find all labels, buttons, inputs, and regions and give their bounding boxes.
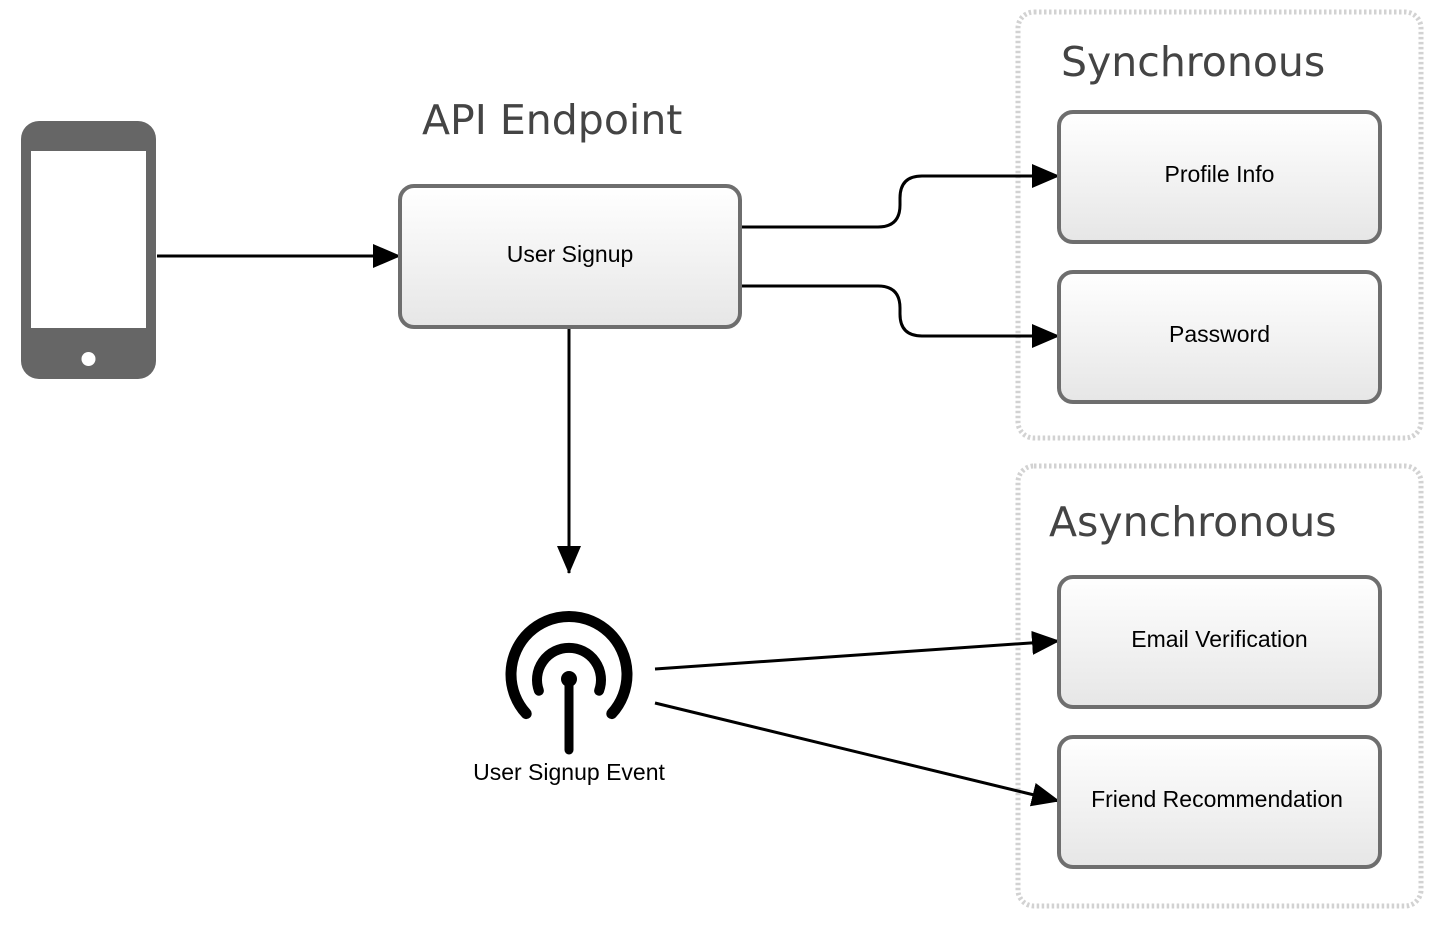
profile-info-label: Profile Info bbox=[1165, 161, 1275, 187]
broadcast-antenna-icon bbox=[505, 611, 633, 755]
profile-info-node[interactable]: Profile Info bbox=[1057, 110, 1382, 244]
edge-user-signup-to-profile-info bbox=[740, 164, 1060, 229]
user-signup-label: User Signup bbox=[507, 241, 634, 267]
edge-user-signup-to-password bbox=[740, 284, 1060, 348]
password-node[interactable]: Password bbox=[1057, 270, 1382, 404]
edge-event-to-email-verification bbox=[654, 630, 1060, 671]
email-verification-label: Email Verification bbox=[1131, 626, 1307, 652]
password-label: Password bbox=[1169, 321, 1270, 347]
smartphone-icon bbox=[21, 121, 156, 379]
user-signup-node[interactable]: User Signup bbox=[398, 184, 742, 329]
user-signup-event-label: User Signup Event bbox=[473, 759, 665, 785]
email-verification-node[interactable]: Email Verification bbox=[1057, 575, 1382, 709]
edge-event-to-friend-recommendation bbox=[654, 701, 1060, 807]
api-endpoint-title: API Endpoint bbox=[422, 96, 682, 144]
synchronous-group bbox=[1015, 9, 1424, 441]
friend-recommendation-label: Friend Recommendation bbox=[1091, 786, 1343, 812]
asynchronous-title: Asynchronous bbox=[1049, 498, 1337, 546]
synchronous-title: Synchronous bbox=[1061, 38, 1325, 86]
friend-recommendation-node[interactable]: Friend Recommendation bbox=[1057, 735, 1382, 869]
asynchronous-group bbox=[1015, 463, 1424, 909]
